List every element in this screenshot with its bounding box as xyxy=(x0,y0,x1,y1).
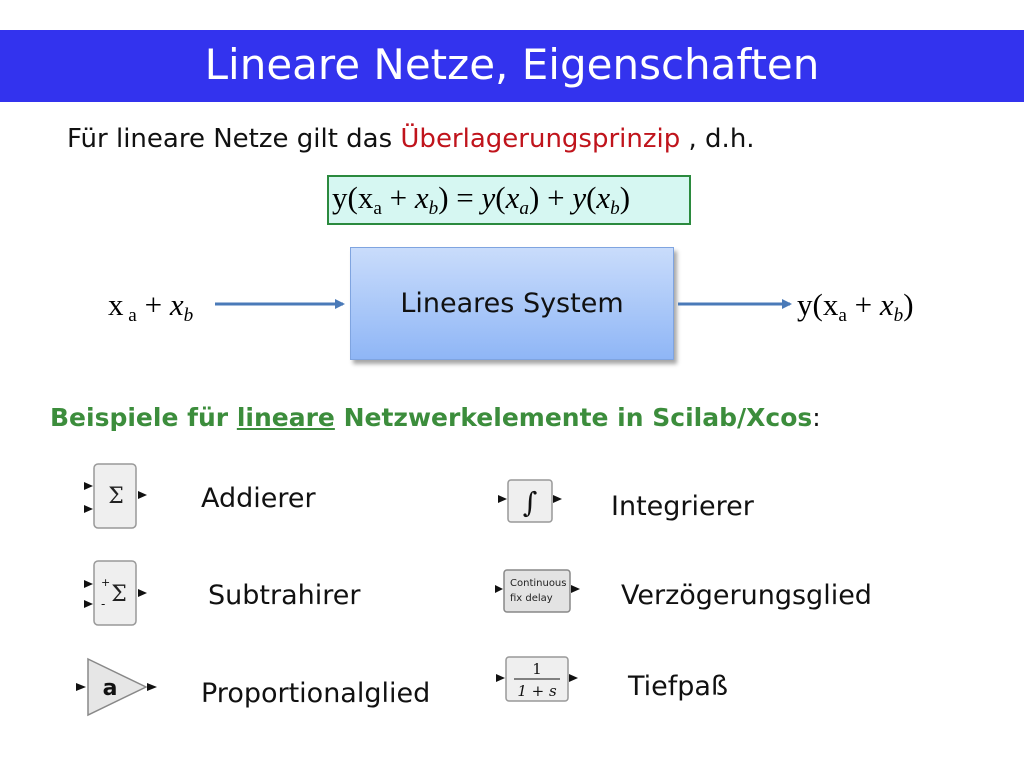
sum-plus-minus-block-icon: + - Σ xyxy=(84,560,147,626)
svg-text:+: + xyxy=(101,576,110,589)
section-heading-start: Beispiele für xyxy=(50,403,237,432)
intro-text-end: , d.h. xyxy=(680,124,755,154)
transfer-function-block-icon: 1 1 + s xyxy=(496,656,578,702)
delay-text-line2: fix delay xyxy=(510,593,553,604)
title-bar xyxy=(0,30,1024,102)
sum-block-icon: Σ xyxy=(84,463,147,529)
section-heading: Beispiele für lineare Netzwerkelemente i… xyxy=(50,403,821,432)
superposition-term: Überlagerungsprinzip xyxy=(400,124,681,154)
element-label-addierer: Addierer xyxy=(201,483,316,514)
formula-box xyxy=(327,175,691,225)
superposition-formula: y(xa + xb) = y(xa) + y(xb) xyxy=(332,180,631,219)
delay-text-line1: Continuous xyxy=(510,578,566,589)
element-label-tiefpass: Tiefpaß xyxy=(628,671,728,702)
output-expression: y(xa + xb) xyxy=(797,287,914,326)
svg-text:∫: ∫ xyxy=(523,486,538,519)
slide-title: Lineare Netze, Eigenschaften xyxy=(204,40,820,89)
tf-numerator: 1 xyxy=(532,660,542,678)
linear-system-block: Lineares System xyxy=(350,247,674,360)
section-heading-colon: : xyxy=(812,403,821,432)
svg-text:-: - xyxy=(101,597,105,611)
tf-denominator: 1 + s xyxy=(517,682,557,700)
element-label-proportionalglied: Proportionalglied xyxy=(201,678,431,709)
element-label-verzoegerungsglied: Verzögerungsglied xyxy=(621,580,872,611)
element-label-integrierer: Integrierer xyxy=(611,491,754,522)
gain-block-icon: a xyxy=(76,657,157,717)
continuous-fix-delay-block-icon: Continuous fix delay xyxy=(495,569,580,613)
gain-symbol: a xyxy=(103,676,118,701)
section-heading-underlined: lineare xyxy=(236,403,335,432)
element-label-subtrahirer: Subtrahirer xyxy=(208,580,361,611)
integral-block-icon: ∫ xyxy=(498,479,562,523)
section-heading-end: Netzwerkelemente in Scilab/Xcos xyxy=(334,403,813,432)
linear-system-label: Lineares System xyxy=(400,288,624,319)
input-expression: x a + xb xyxy=(108,287,194,326)
svg-text:Σ: Σ xyxy=(108,484,124,509)
svg-text:Σ: Σ xyxy=(111,582,127,607)
intro-text-start: Für lineare Netze gilt das xyxy=(67,124,401,154)
intro-text: Für lineare Netze gilt das Überlagerungs… xyxy=(67,124,755,154)
